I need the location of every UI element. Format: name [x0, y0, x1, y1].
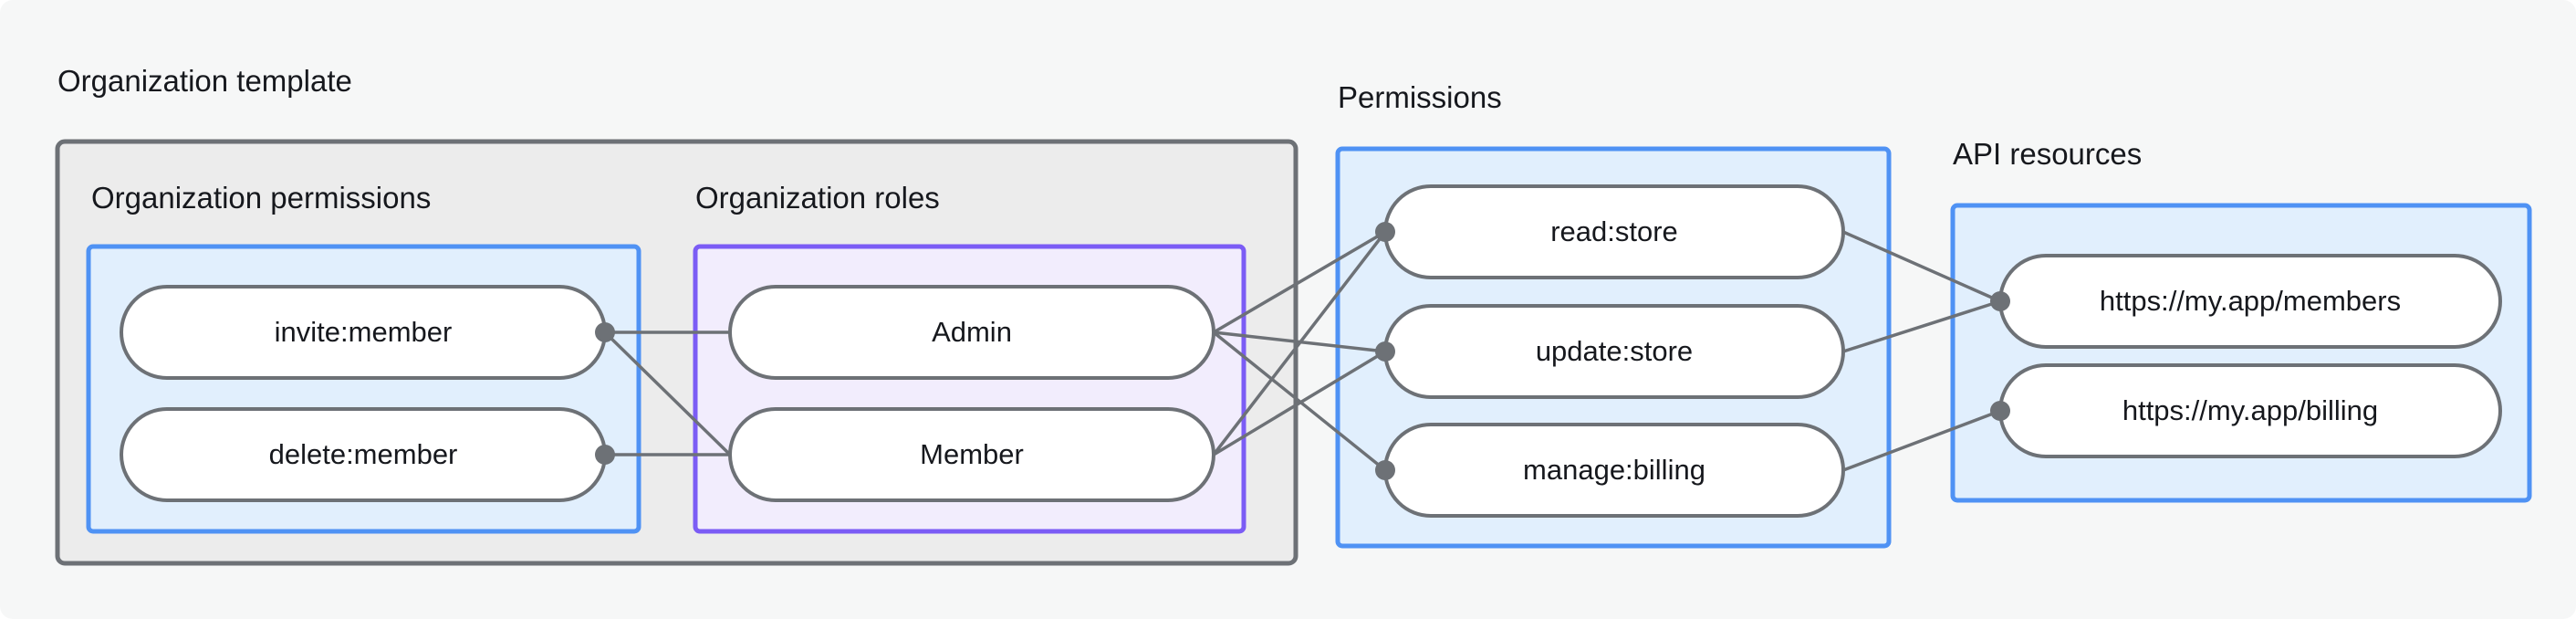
organization-permissions-title: Organization permissions: [91, 181, 431, 215]
node-delete-member-label: delete:member: [269, 438, 458, 470]
node-read-store[interactable]: read:store: [1383, 184, 1845, 279]
edge-update-store-to-members-url: [1842, 299, 2001, 353]
edge-read-store-to-members-url: [1842, 230, 2001, 303]
node-delete-member[interactable]: delete:member: [120, 407, 607, 502]
edge-invite-member-to-member: [603, 330, 732, 456]
node-manage-billing[interactable]: manage:billing: [1383, 423, 1845, 518]
port-dot-members-url: [1990, 291, 2010, 311]
node-members-url[interactable]: https://my.app/members: [1998, 254, 2502, 349]
permissions-title: Permissions: [1338, 80, 1502, 114]
node-manage-billing-label: manage:billing: [1523, 454, 1705, 486]
edge-manage-billing-to-billing-url: [1842, 409, 2001, 472]
node-billing-url[interactable]: https://my.app/billing: [1998, 363, 2502, 458]
node-admin[interactable]: Admin: [728, 285, 1215, 380]
edge-admin-to-read-store: [1213, 230, 1386, 334]
port-dot-billing-url: [1990, 401, 2010, 421]
node-read-store-label: read:store: [1550, 215, 1678, 247]
organization-roles-title: Organization roles: [695, 181, 940, 215]
node-billing-url-label: https://my.app/billing: [2122, 394, 2378, 426]
edge-member-to-update-store: [1213, 350, 1386, 456]
node-member-label: Member: [920, 438, 1024, 470]
node-invite-member-label: invite:member: [275, 316, 453, 348]
node-update-store-label: update:store: [1536, 335, 1693, 367]
port-dot-read-store: [1375, 222, 1395, 242]
port-dot-manage-billing: [1375, 460, 1395, 480]
node-admin-label: Admin: [932, 316, 1012, 348]
port-dot-update-store: [1375, 341, 1395, 362]
organization-template-title: Organization template: [57, 64, 352, 98]
port-dot-invite-member: [595, 322, 615, 342]
node-invite-member[interactable]: invite:member: [120, 285, 607, 380]
edge-member-to-read-store: [1212, 230, 1387, 456]
port-dot-delete-member: [595, 445, 615, 465]
api-resources-title: API resources: [1953, 137, 2142, 171]
node-member[interactable]: Member: [728, 407, 1215, 502]
node-members-url-label: https://my.app/members: [2100, 285, 2401, 317]
node-update-store[interactable]: update:store: [1383, 304, 1845, 399]
